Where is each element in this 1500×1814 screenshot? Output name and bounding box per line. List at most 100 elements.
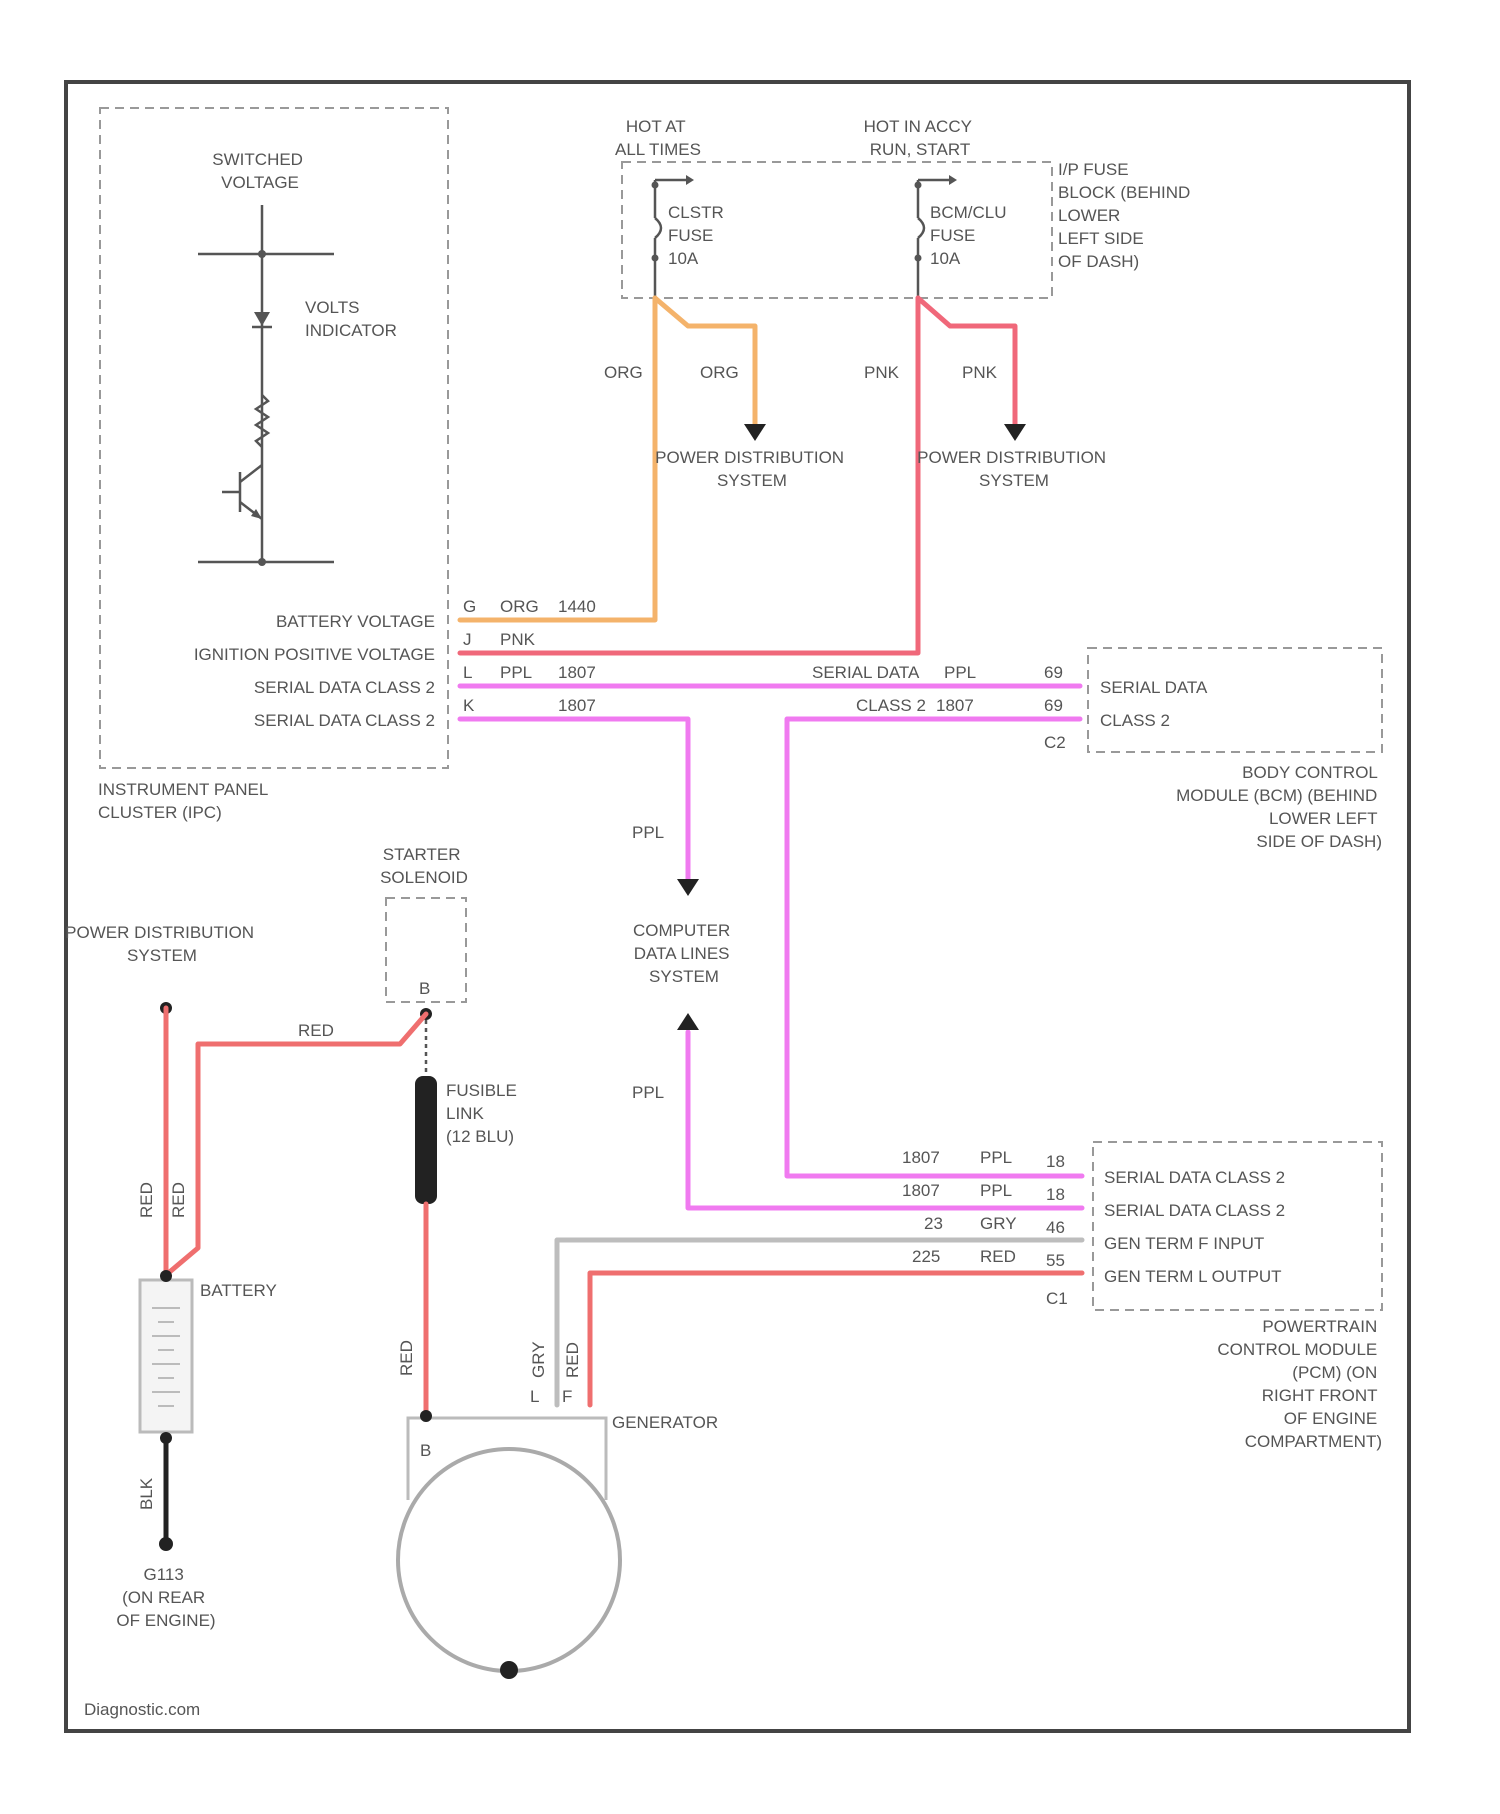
generator-label: GENERATOR	[612, 1413, 718, 1432]
volts-indicator-label: VOLTS INDICATOR	[305, 298, 397, 340]
bcm-pin-lower: 69	[1044, 696, 1063, 715]
transistor-icon	[222, 465, 262, 519]
svg-text:GRY: GRY	[980, 1214, 1017, 1233]
pnk-arrow-icon	[1004, 424, 1026, 441]
ipc-pin-label-battery-voltage: BATTERY VOLTAGE	[276, 612, 435, 631]
svg-text:18: 18	[1046, 1185, 1065, 1204]
bcm-wire-color-upper: PPL	[944, 663, 976, 682]
red-wire-gen-l	[590, 1273, 1082, 1405]
pnk-wire-label-2: PNK	[962, 363, 998, 382]
svg-text:GEN TERM F INPUT: GEN TERM F INPUT	[1104, 1234, 1264, 1253]
ipc-pin-j: J	[463, 630, 472, 649]
red-wire-starter-to-battery	[166, 1014, 426, 1275]
svg-text:55: 55	[1046, 1251, 1065, 1270]
switched-voltage-node	[258, 250, 266, 258]
ground-g113-label: G113 (ON REAR OF ENGINE)	[116, 1565, 215, 1630]
switched-voltage-label: SWITCHED VOLTAGE	[212, 150, 307, 192]
hot-in-accy-label: HOT IN ACCY RUN, START	[864, 117, 977, 159]
svg-text:18: 18	[1046, 1152, 1065, 1171]
generator-pin-f: F	[562, 1387, 572, 1406]
ipc-l-wire-color: PPL	[500, 663, 532, 682]
svg-text:GEN TERM L OUTPUT: GEN TERM L OUTPUT	[1104, 1267, 1282, 1286]
svg-text:SERIAL DATA CLASS 2: SERIAL DATA CLASS 2	[1104, 1201, 1285, 1220]
bcm-connector: C2	[1044, 733, 1066, 752]
svg-text:1807: 1807	[902, 1181, 940, 1200]
generator-b-terminal	[420, 1410, 432, 1422]
watermark: Diagnostic.com	[84, 1700, 200, 1719]
ppl-wire-label-2: PPL	[632, 1083, 664, 1102]
gry-wire-label-gen: GRY	[529, 1341, 548, 1378]
ppl-wire-serial-data-ipc-k	[460, 719, 688, 880]
svg-text:1807: 1807	[902, 1148, 940, 1167]
red-wire-label-gen: RED	[397, 1340, 416, 1376]
battery-label: BATTERY	[200, 1281, 277, 1300]
ppl-arrow-up-icon	[677, 1013, 699, 1030]
power-distribution-label-2: POWER DISTRIBUTION SYSTEM	[917, 448, 1111, 490]
bcm-name: BODY CONTROL MODULE (BCM) (BEHIND LOWER …	[1176, 763, 1382, 851]
battery-positive-terminal	[160, 1270, 172, 1282]
power-distribution-label-3: POWER DISTRIBUTION SYSTEM	[65, 923, 259, 965]
ipc-j-wire-color: PNK	[500, 630, 536, 649]
bcm-clu-fuse-label: BCM/CLU FUSE 10A	[930, 203, 1011, 268]
ipc-l-wire-circuit: 1807	[558, 663, 596, 682]
svg-text:46: 46	[1046, 1218, 1065, 1237]
bcm-serial-data-label: SERIAL DATA CLASS 2	[1100, 678, 1211, 730]
ipc-pin-l: L	[463, 663, 472, 682]
ipc-box	[100, 108, 448, 768]
red-wire-label-v2: RED	[169, 1182, 188, 1218]
ppl-wire-bcm-to-pcm	[787, 719, 1082, 1176]
generator-pin-b: B	[420, 1441, 431, 1460]
ground-bus-node	[258, 558, 266, 566]
computer-data-lines-label: COMPUTER DATA LINES SYSTEM	[633, 921, 735, 986]
ppl-arrow-down-icon	[677, 879, 699, 896]
fuse-block-location-label: I/P FUSE BLOCK (BEHIND LOWER LEFT SIDE O…	[1058, 160, 1195, 271]
ipc-pin-g: G	[463, 597, 476, 616]
red-wire-label-v1: RED	[137, 1182, 156, 1218]
org-wire-label-1: ORG	[604, 363, 643, 382]
red-wire-label-gen-l: RED	[563, 1342, 582, 1378]
svg-text:225: 225	[912, 1247, 940, 1266]
bcm-wire-tag-upper: SERIAL DATA	[812, 663, 920, 682]
org-wire-power-distribution	[655, 298, 755, 425]
bcm-box	[1088, 648, 1382, 752]
pcm-connector: C1	[1046, 1289, 1068, 1308]
ppl-wire-computer-data-to-pcm	[688, 1032, 1082, 1208]
battery-icon	[140, 1280, 192, 1432]
svg-text:PPL: PPL	[980, 1181, 1012, 1200]
svg-text:SERIAL DATA CLASS 2: SERIAL DATA CLASS 2	[1104, 1168, 1285, 1187]
starter-pin-b: B	[419, 979, 430, 998]
ipc-pin-k: K	[463, 696, 475, 715]
org-wire-battery-voltage	[460, 298, 655, 620]
ppl-wire-label-1: PPL	[632, 823, 664, 842]
svg-text:RED: RED	[980, 1247, 1016, 1266]
starter-solenoid-label: STARTER SOLENOID	[380, 845, 468, 887]
bcm-pin-upper: 69	[1044, 663, 1063, 682]
svg-text:PPL: PPL	[980, 1148, 1012, 1167]
org-arrow-icon	[744, 424, 766, 441]
volts-indicator-led-icon	[252, 312, 272, 327]
fusible-link-label: FUSIBLE LINK (12 BLU)	[446, 1081, 522, 1146]
svg-text:23: 23	[924, 1214, 943, 1233]
ipc-name: INSTRUMENT PANEL CLUSTER (IPC)	[98, 780, 272, 822]
blk-wire-label: BLK	[137, 1477, 156, 1510]
org-wire-label-2: ORG	[700, 363, 739, 382]
ipc-k-wire-circuit: 1807	[558, 696, 596, 715]
ipc-g-wire-color: ORG	[500, 597, 539, 616]
pnk-wire-power-distribution	[918, 298, 1015, 425]
ipc-pin-label-ignition: IGNITION POSITIVE VOLTAGE	[194, 645, 435, 664]
ipc-pin-label-serial-data-2: SERIAL DATA CLASS 2	[254, 711, 435, 730]
bcm-wire-circuit-lower: 1807	[936, 696, 974, 715]
pnk-wire-label-1: PNK	[864, 363, 900, 382]
clstr-fuse-label: CLSTR FUSE 10A	[668, 203, 728, 268]
power-distribution-label-1: POWER DISTRIBUTION SYSTEM	[655, 448, 849, 490]
generator-ground-terminal	[500, 1661, 518, 1679]
hot-at-all-times-label: HOT AT ALL TIMES	[615, 117, 701, 159]
ipc-g-wire-circuit: 1440	[558, 597, 596, 616]
red-wire-label-top: RED	[298, 1021, 334, 1040]
diagram-frame	[66, 82, 1409, 1731]
generator-pin-l: L	[530, 1387, 539, 1406]
ipc-pin-label-serial-data-1: SERIAL DATA CLASS 2	[254, 678, 435, 697]
pcm-name: POWERTRAIN CONTROL MODULE (PCM) (ON RIGH…	[1217, 1317, 1382, 1451]
ground-g113-terminal	[159, 1537, 173, 1551]
